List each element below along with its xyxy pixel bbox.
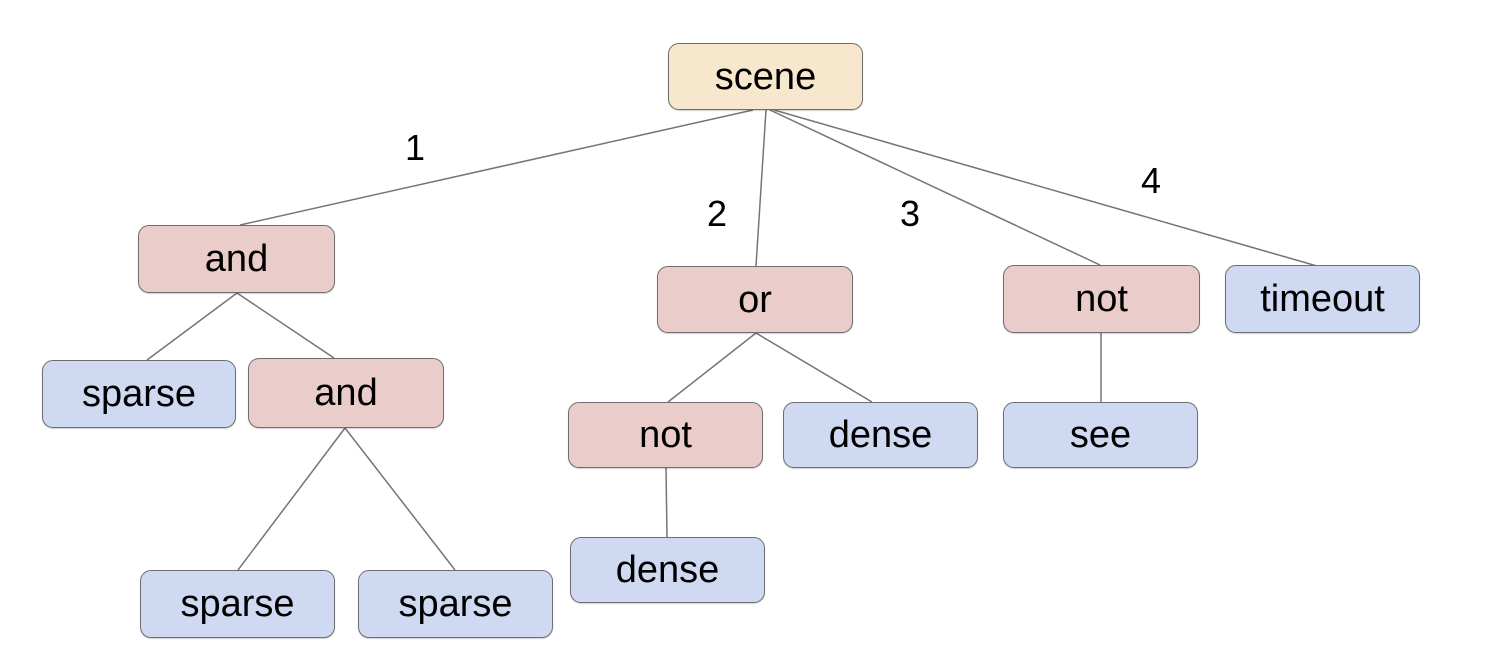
edge-label-1: 1 <box>404 127 426 168</box>
edge-scene-not <box>769 109 1101 266</box>
edge-label-3: 3 <box>899 193 921 234</box>
edge-and2-sparse2 <box>237 427 346 571</box>
node-sparse-1: sparse <box>42 360 236 428</box>
edge-or-dense <box>755 332 873 403</box>
edge-scene-timeout <box>773 109 1318 267</box>
node-sparse-2: sparse <box>140 570 335 638</box>
node-or: or <box>657 266 853 333</box>
edge-not2-dense2 <box>665 467 668 538</box>
edge-and-and <box>236 292 335 359</box>
node-dense-1: dense <box>783 402 978 468</box>
edge-and-sparse <box>146 292 238 361</box>
edge-label-2: 2 <box>706 193 728 234</box>
edge-scene-or <box>755 109 767 267</box>
node-dense-2: dense <box>570 537 765 603</box>
node-timeout: timeout <box>1225 265 1420 333</box>
node-not-2: not <box>568 402 763 468</box>
node-and-1: and <box>138 225 335 293</box>
node-and-2: and <box>248 358 444 428</box>
node-not-1: not <box>1003 265 1200 333</box>
node-scene: scene <box>668 43 863 110</box>
edge-scene-and <box>239 109 754 226</box>
node-sparse-3: sparse <box>358 570 553 638</box>
node-see: see <box>1003 402 1198 468</box>
edge-or-not <box>667 332 757 403</box>
edge-and2-sparse3 <box>344 427 456 571</box>
edge-label-4: 4 <box>1140 160 1162 201</box>
